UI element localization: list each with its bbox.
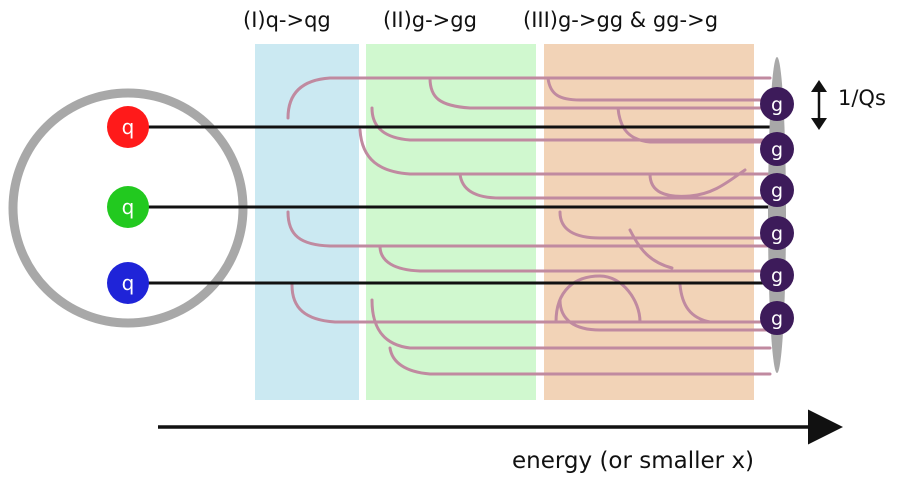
gluon-lines (286, 76, 772, 376)
gluon-line (678, 283, 712, 324)
gluon-ball (760, 258, 794, 292)
gluon-ball (760, 173, 794, 207)
gluon-ball (760, 87, 794, 121)
quark-ball (107, 262, 149, 304)
saturation-scale-arrow (811, 80, 827, 130)
gluon-line (546, 76, 772, 102)
gluon-line (388, 346, 772, 376)
gluon-line (558, 298, 772, 332)
gluon-line (558, 210, 772, 240)
region-band-g-to-gg (366, 44, 536, 400)
quark-ball (107, 186, 149, 228)
gluon-symbol: g (771, 308, 783, 330)
quark-balls: q q q (107, 106, 149, 304)
gluon-line (378, 244, 772, 273)
region-label-saturation: (III)g->gg & gg->g (523, 8, 719, 32)
gluon-line (458, 172, 772, 200)
gluon-line (648, 168, 747, 198)
gluon-line (554, 274, 642, 324)
energy-axis-label: energy (or smaller x) (512, 448, 755, 474)
gluon-line (290, 283, 772, 324)
saturation-scale-label: 1/Qs (838, 86, 886, 110)
region-band-saturation (544, 44, 754, 400)
quark-symbol: q (122, 271, 135, 295)
region-label-g-to-gg: (II)g->gg (383, 8, 477, 32)
gluon-line (616, 106, 772, 144)
gluon-line (370, 298, 772, 350)
gluon-line (358, 128, 772, 176)
gluon-symbol: g (771, 265, 783, 287)
quark-ball (107, 106, 149, 148)
gluon-line (428, 76, 772, 110)
region-label-q-to-qg: (I)q->qg (243, 8, 331, 32)
quark-symbol: q (122, 195, 135, 219)
gluon-symbol: g (771, 139, 783, 161)
gluon-line (286, 76, 772, 120)
gluon-line (628, 228, 674, 270)
gluon-line (286, 210, 772, 248)
quark-symbol: q (122, 115, 135, 139)
gluon-ball (760, 216, 794, 250)
region-band-q-to-qg (255, 44, 359, 400)
gluon-symbol: g (771, 180, 783, 202)
gluon-ball (760, 301, 794, 335)
quark-lines (128, 125, 778, 285)
gluon-ball (760, 132, 794, 166)
gluon-symbol: g (771, 94, 783, 116)
gluon-symbol: g (771, 223, 783, 245)
gluon-line (370, 106, 772, 142)
